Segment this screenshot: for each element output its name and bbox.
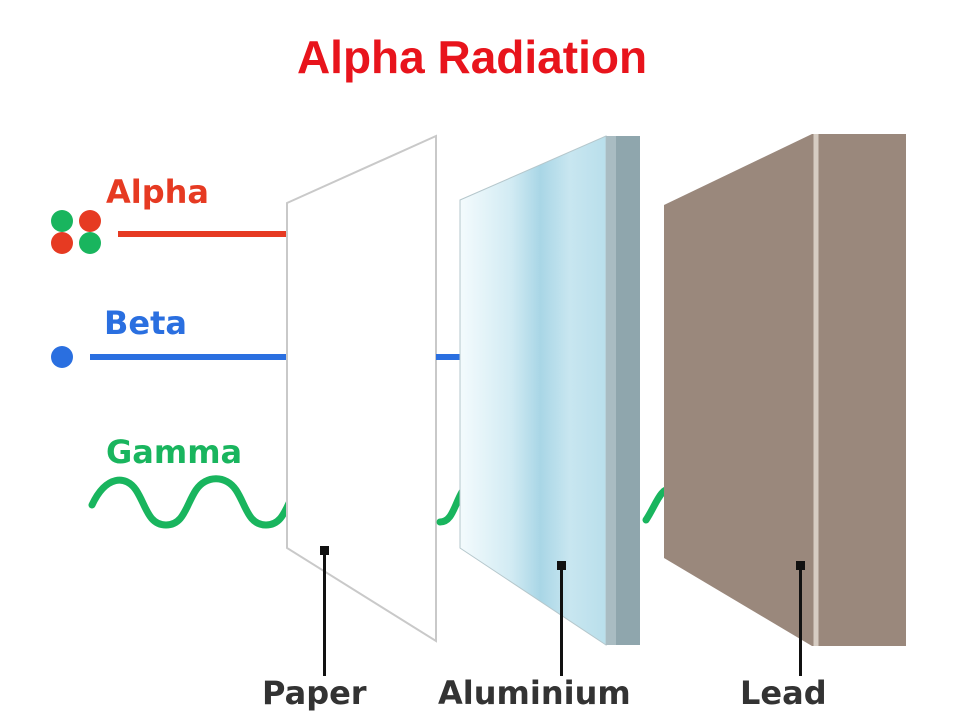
beta-particle-icon	[51, 346, 73, 368]
paper-pointer	[320, 546, 329, 676]
lead-block-face	[664, 134, 812, 646]
alpha-label: Alpha	[106, 173, 209, 211]
paper-label: Paper	[262, 674, 367, 712]
aluminium-pointer	[557, 561, 566, 676]
paper-sheet	[286, 134, 437, 643]
lead-pointer	[796, 561, 805, 676]
alpha-particle-icon	[51, 210, 101, 254]
slide-title: Alpha Radiation	[296, 31, 648, 83]
aluminium-edge-highlight	[606, 136, 616, 645]
beta-label: Beta	[104, 304, 187, 342]
lead-block-edge	[812, 134, 906, 646]
aluminium-label: Aluminium	[438, 674, 631, 712]
lead-label: Lead	[740, 674, 827, 712]
gamma-label: Gamma	[106, 433, 242, 471]
aluminium-slab-face	[459, 135, 607, 646]
